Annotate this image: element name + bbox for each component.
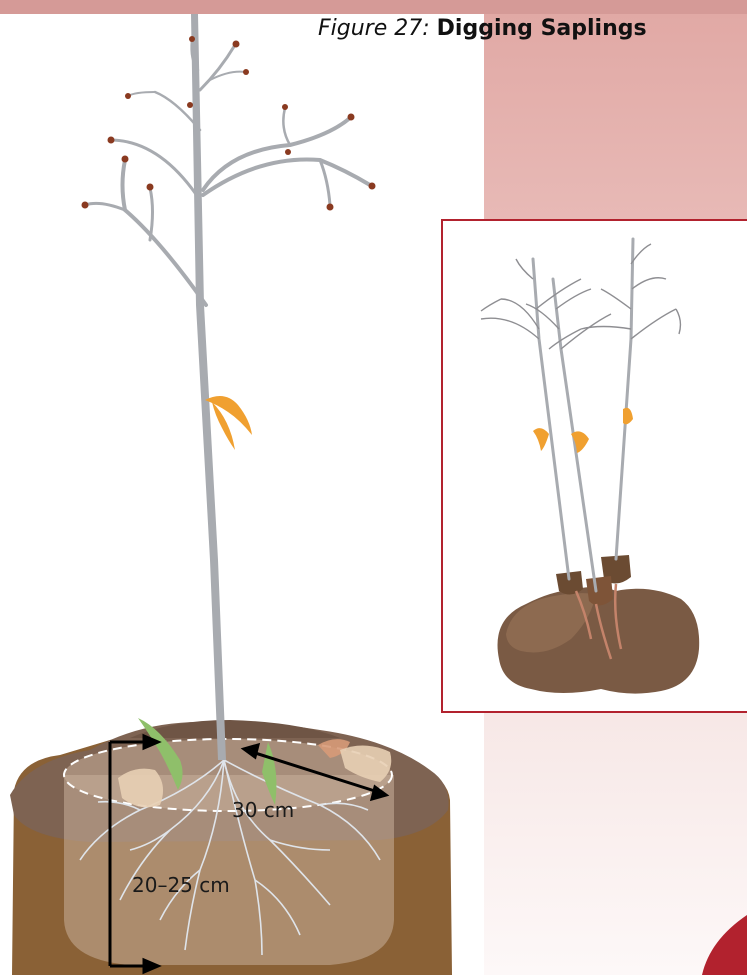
sapling-branches (85, 40, 370, 305)
inset-branches (481, 244, 680, 349)
balled-saplings-illustration (441, 219, 747, 709)
sapling-illustration (0, 0, 470, 975)
depth-label: 20–25 cm (132, 873, 230, 897)
burlap-root-ball (498, 555, 700, 694)
root-ball (64, 739, 394, 965)
orange-leaf (205, 396, 252, 450)
width-label: 30 cm (232, 798, 294, 822)
branch-buds (82, 36, 376, 211)
corner-accent (690, 915, 747, 975)
